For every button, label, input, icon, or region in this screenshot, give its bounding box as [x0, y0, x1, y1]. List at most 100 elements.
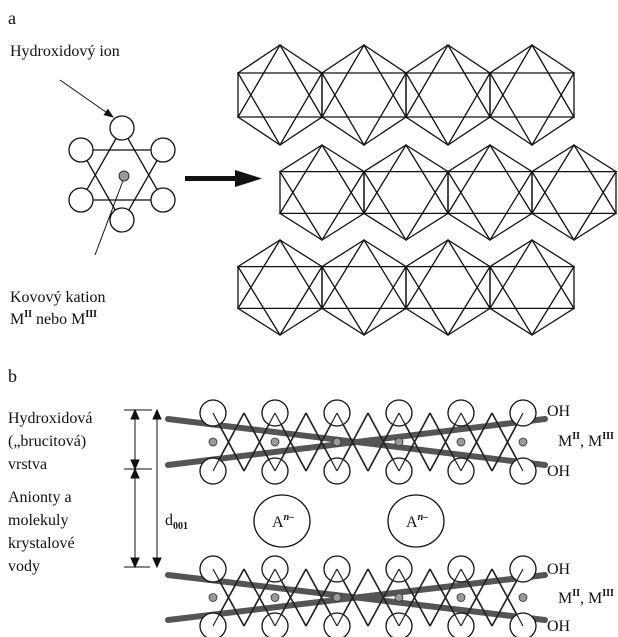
bond-line	[491, 412, 524, 472]
octahedron-face	[488, 265, 576, 337]
hydroxide-circle	[150, 137, 176, 163]
bond-line	[491, 568, 524, 627]
bond-line	[367, 568, 400, 627]
metal-label-bottom: MII, MIII	[558, 588, 614, 607]
hydroxide-circle	[109, 115, 135, 141]
metal-cation-dot	[518, 437, 528, 447]
bond-line	[429, 412, 462, 472]
octahedron-face	[362, 143, 450, 215]
bond-line	[460, 412, 493, 472]
brucite-layer-bottom	[165, 555, 548, 637]
bond-line	[212, 568, 245, 627]
svg-text:vody: vody	[8, 558, 40, 575]
svg-text:An–: An–	[406, 512, 428, 531]
bond-line	[274, 568, 307, 627]
octahedron-unit	[68, 115, 176, 256]
hydroxide-circle	[150, 187, 176, 213]
bond-line	[305, 412, 338, 472]
octahedron-face	[404, 72, 492, 147]
anion-2: An–	[387, 494, 445, 548]
octahedron-face	[488, 72, 576, 147]
hydroxide-layer-label: Hydroxidová („brucitová) vrstva	[8, 410, 92, 473]
metal-cation-dot	[208, 593, 218, 602]
octahedron-face	[530, 143, 618, 215]
svg-text:(„brucitová): („brucitová)	[8, 433, 86, 450]
hydroxide-circle	[109, 207, 135, 233]
bond-line	[243, 412, 276, 472]
octahedron-face	[446, 170, 534, 242]
brucite-layer-top	[165, 399, 548, 485]
octahedron-triangle-front	[79, 126, 165, 201]
hydroxide-circle	[68, 137, 94, 163]
bond-line	[336, 412, 369, 472]
octahedron-face	[320, 72, 408, 147]
anion-1: An–	[253, 494, 311, 548]
metal-cation-dot	[332, 437, 342, 447]
metal-cation-dot	[208, 437, 218, 447]
bond-line	[429, 568, 462, 627]
svg-text:An–: An–	[272, 512, 294, 531]
octahedron-face	[320, 43, 408, 118]
metal-label-top: MII, MIII	[558, 431, 614, 450]
panel-b-letter: b	[8, 366, 17, 386]
octahedral-sheet	[236, 43, 618, 337]
octahedron-face	[404, 43, 492, 118]
metal-cation-dot	[270, 437, 280, 447]
octahedron-face	[488, 238, 576, 310]
octahedron-face	[362, 170, 450, 242]
cation-pointer-line	[94, 177, 125, 256]
octahedron-face	[278, 170, 366, 242]
bond-line	[305, 568, 338, 627]
hydroxide-circle	[68, 187, 94, 213]
svg-text:krystalové: krystalové	[8, 535, 75, 552]
metal-cation-dot	[394, 437, 404, 447]
panel-a-letter: a	[8, 8, 16, 28]
hydroxide-pointer-arrow	[59, 79, 114, 118]
oh-label-top-2: OH	[547, 463, 571, 480]
svg-text:vrstva: vrstva	[8, 456, 47, 473]
octahedron-face	[404, 265, 492, 337]
octahedron-face	[530, 170, 618, 242]
metal-cation-dot	[118, 170, 130, 182]
metal-cation-dot	[394, 593, 404, 602]
metal-cation-dot	[270, 593, 280, 602]
octahedron-face	[236, 43, 324, 118]
octahedron-face	[236, 72, 324, 147]
bond-line	[212, 412, 245, 472]
interlayer-label: Anionty a molekuly krystalové vody	[8, 489, 75, 575]
octahedron-face	[488, 43, 576, 118]
octahedron-face	[236, 238, 324, 310]
layer-band	[165, 572, 548, 623]
oh-label-bottom-2: OH	[547, 618, 571, 635]
bond-line	[398, 568, 431, 627]
metal-cation-dot	[456, 437, 466, 447]
metal-cation-formula: MII nebo MIII	[10, 309, 97, 328]
hydroxide-ion-label: Hydroxidový ion	[10, 43, 120, 60]
oh-label-bottom-1: OH	[547, 561, 571, 578]
metal-cation-dot	[456, 593, 466, 602]
octahedron-face	[320, 265, 408, 337]
octahedron-triangle-back	[79, 149, 165, 224]
octahedron-face	[446, 143, 534, 215]
layer-bracket	[124, 408, 162, 569]
layer-band	[165, 416, 548, 468]
octahedron-face	[320, 238, 408, 310]
bond-line	[243, 568, 276, 627]
octahedron-face	[236, 265, 324, 337]
basal-spacing-label: d001	[165, 512, 188, 532]
svg-text:Hydroxidová: Hydroxidová	[8, 410, 92, 427]
bond-line	[398, 412, 431, 472]
bond-line	[460, 568, 493, 627]
oh-label-top-1: OH	[547, 403, 571, 420]
transition-arrow	[185, 170, 262, 187]
svg-text:Anionty a: Anionty a	[8, 489, 72, 506]
metal-cation-dot	[518, 593, 528, 602]
bond-line	[274, 412, 307, 472]
metal-cation-dot	[332, 593, 342, 602]
bond-line	[336, 568, 369, 627]
svg-text:molekuly: molekuly	[8, 512, 68, 529]
metal-cation-label: Kovový kation	[10, 289, 106, 306]
octahedron-face	[404, 238, 492, 310]
bond-line	[367, 412, 400, 472]
octahedron-face	[278, 143, 366, 215]
